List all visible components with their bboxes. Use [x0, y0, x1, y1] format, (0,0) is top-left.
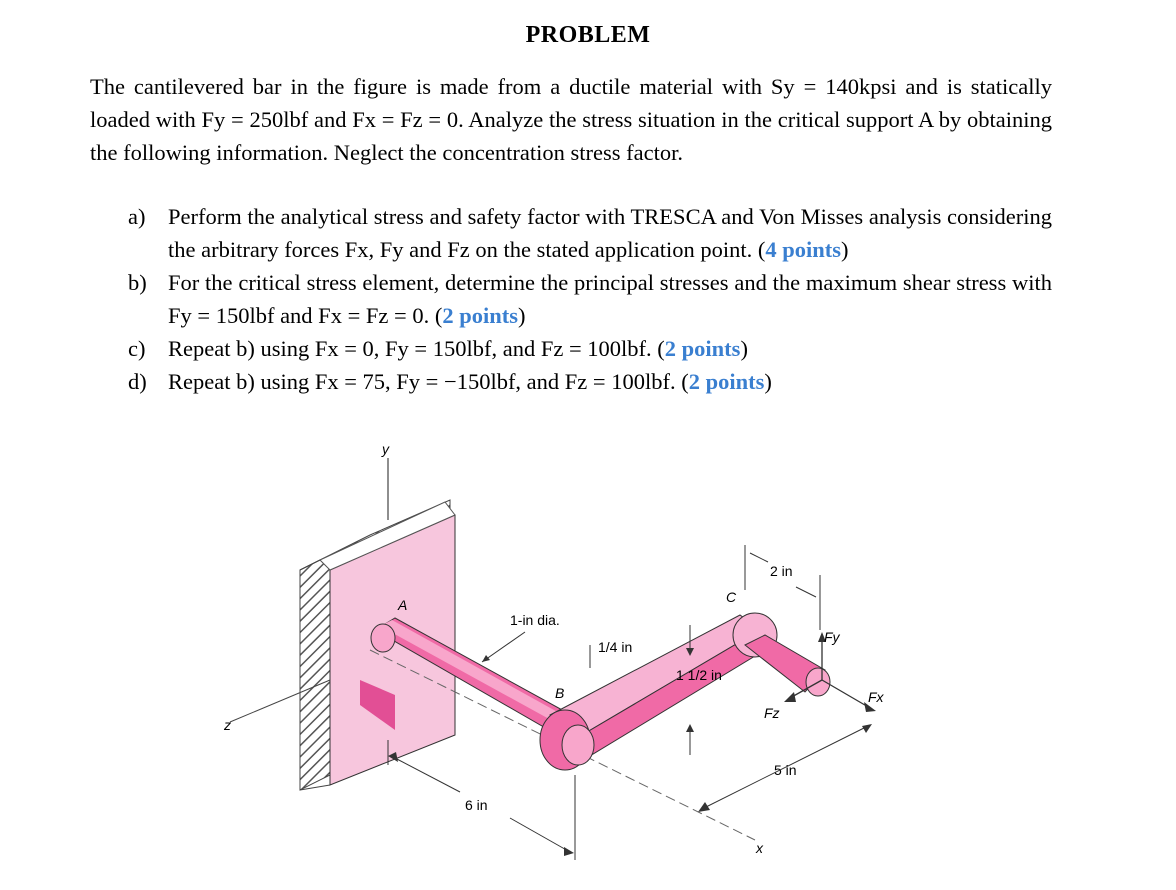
task-list: a) Perform the analytical stress and saf…	[128, 200, 1052, 398]
five-inch-label: 5 in	[774, 762, 797, 778]
point-b-label: B	[555, 685, 564, 701]
z-axis-line	[229, 679, 331, 723]
item-text: For the critical stress element, determi…	[168, 270, 1052, 328]
diameter-label: 1-in dia.	[510, 612, 560, 628]
list-item: a) Perform the analytical stress and saf…	[128, 200, 1052, 266]
force-arrows	[784, 632, 876, 712]
quarter-inch-label: 1/4 in	[598, 639, 632, 655]
item-label: a)	[128, 204, 146, 229]
z-axis-label: z	[223, 717, 231, 733]
force-fy-label: Fy	[824, 629, 841, 645]
item-text: Repeat b) using Fx = 75, Fy = −150lbf, a…	[168, 369, 689, 394]
problem-statement: The cantilevered bar in the figure is ma…	[90, 70, 1052, 169]
points-badge: 2 points	[664, 336, 741, 361]
six-inch-label: 6 in	[465, 797, 488, 813]
point-c-label: C	[726, 589, 737, 605]
item-label: c)	[128, 336, 146, 361]
item-text: Perform the analytical stress and safety…	[168, 204, 1052, 262]
y-axis-label: y	[381, 441, 390, 457]
end-rod-c	[744, 634, 831, 697]
item-label: b)	[128, 270, 147, 295]
point-a-label: A	[397, 597, 407, 613]
list-item: c) Repeat b) using Fx = 0, Fy = 150lbf, …	[128, 332, 1052, 365]
one-half-inch-label: 1 1/2 in	[676, 667, 722, 683]
force-fx-label: Fx	[868, 689, 885, 705]
list-item: d) Repeat b) using Fx = 75, Fy = −150lbf…	[128, 365, 1052, 398]
round-bar-ab	[360, 617, 596, 746]
rectangular-arm-bc	[539, 612, 778, 771]
two-inch-label: 2 in	[770, 563, 793, 579]
item-label: d)	[128, 369, 147, 394]
item-text: Repeat b) using Fx = 0, Fy = 150lbf, and…	[168, 336, 665, 361]
force-fz-label: Fz	[764, 705, 780, 721]
points-badge: 4 points	[765, 237, 842, 262]
page-title: PROBLEM	[525, 22, 651, 48]
list-item: b) For the critical stress element, dete…	[128, 266, 1052, 332]
points-badge: 2 points	[688, 369, 765, 394]
x-axis-label: x	[755, 840, 764, 856]
points-badge: 2 points	[442, 303, 518, 328]
intro-paragraph: The cantilevered bar in the figure is ma…	[90, 74, 1052, 165]
cantilever-figure: y z x Fy Fx Fz A B C 1-in dia.	[223, 441, 885, 860]
